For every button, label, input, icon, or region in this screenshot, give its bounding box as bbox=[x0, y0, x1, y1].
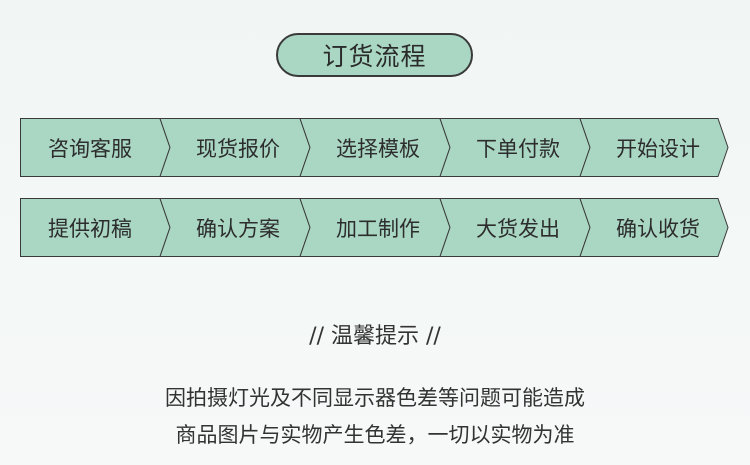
flow-step-consult: 咨询客服 bbox=[48, 136, 132, 161]
row1-chevron-5 bbox=[579, 118, 729, 177]
flow-step-template: 选择模板 bbox=[336, 136, 420, 161]
row2-chevron-5 bbox=[579, 198, 729, 257]
order-flow-row-2: 提供初稿 确认方案 加工制作 大货发出 确认收货 bbox=[20, 198, 740, 257]
flow-step-quote: 现货报价 bbox=[196, 136, 280, 161]
flow-step-production: 加工制作 bbox=[336, 216, 420, 241]
tips-line-2: 商品图片与实物产生色差，一切以实物为准 bbox=[175, 423, 575, 447]
flow-step-first-draft: 提供初稿 bbox=[48, 216, 132, 241]
tips-line-1: 因拍摄灯光及不同显示器色差等问题可能造成 bbox=[165, 386, 585, 410]
order-flow-row-1: 咨询客服 现货报价 选择模板 下单付款 开始设计 bbox=[20, 118, 740, 177]
flow-row-1-arrows bbox=[20, 118, 729, 177]
flow-step-design: 开始设计 bbox=[616, 136, 700, 161]
flow-step-receipt: 确认收货 bbox=[616, 216, 700, 241]
flow-row-2-arrows bbox=[20, 198, 729, 257]
flow-step-payment: 下单付款 bbox=[476, 136, 560, 161]
flow-step-confirm-plan: 确认方案 bbox=[196, 216, 280, 241]
flow-step-shipping: 大货发出 bbox=[476, 216, 560, 241]
tips-heading: // 温馨提示 // bbox=[309, 324, 441, 349]
page-title: 订货流程 bbox=[276, 33, 473, 77]
